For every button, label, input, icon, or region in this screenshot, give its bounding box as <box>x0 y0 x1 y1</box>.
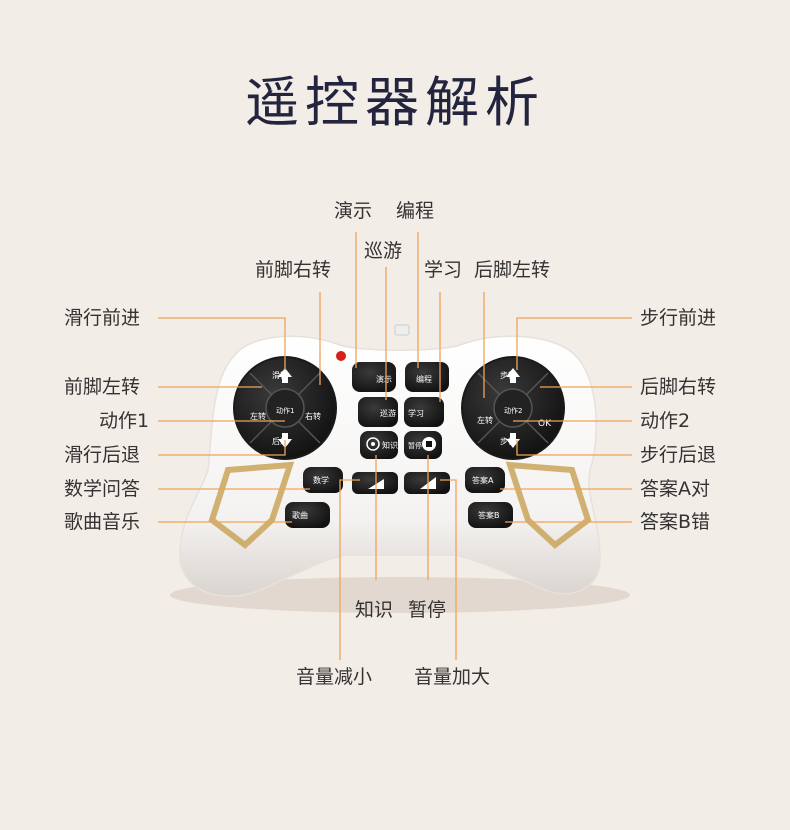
right-pad-down-label: 步行 <box>500 436 516 446</box>
math-button <box>303 467 343 493</box>
answer-a-button <box>465 467 505 493</box>
patrol-button <box>358 397 398 427</box>
knowledge-button-label: 知识 <box>382 440 398 450</box>
program-button-label: 编程 <box>416 374 432 384</box>
callout-front-foot-left: 前脚左转 <box>64 376 141 398</box>
callout-walk-forward: 步行前进 <box>640 307 717 329</box>
left-pad-left-label: 左转 <box>250 411 266 421</box>
callout-front-foot-right: 前脚右转 <box>255 259 332 281</box>
volume-down-button <box>352 472 398 494</box>
study-button <box>404 397 444 427</box>
program-button <box>405 362 449 392</box>
patrol-button-label: 巡游 <box>380 408 396 418</box>
demo-button <box>352 362 396 392</box>
callout-pause: 暂停 <box>408 599 447 621</box>
callout-patrol: 巡游 <box>364 240 403 262</box>
math-button-label: 数学 <box>313 475 329 485</box>
right-dpad <box>461 356 565 460</box>
callout-walk-back: 步行后退 <box>640 444 717 466</box>
page-title: 遥控器解析 <box>245 71 545 134</box>
right-pad-left-label: 左转 <box>477 415 493 425</box>
callout-action1: 动作1 <box>99 410 150 432</box>
callout-answer-a: 答案A对 <box>640 478 710 500</box>
song-button <box>285 502 330 528</box>
left-gold-trim <box>208 461 295 549</box>
power-led <box>336 351 346 361</box>
right-pad-center-label: 动作2 <box>504 406 522 415</box>
left-pad-right-label: 右转 <box>305 411 321 421</box>
right-pad-up-label: 步行 <box>500 370 516 380</box>
callout-program: 编程 <box>396 200 435 222</box>
callout-answer-b: 答案B错 <box>640 511 711 533</box>
callout-volume-up: 音量加大 <box>414 666 491 688</box>
volume-up-button <box>404 472 450 494</box>
callout-slide-forward: 滑行前进 <box>64 307 141 329</box>
answer-b-button <box>468 502 513 528</box>
study-button-label: 学习 <box>408 408 424 418</box>
answer-a-button-label: 答案A <box>472 475 494 485</box>
song-button-label: 歌曲 <box>292 510 308 520</box>
callout-study: 学习 <box>424 259 463 281</box>
demo-button-label: 演示 <box>376 374 392 384</box>
answer-b-button-label: 答案B <box>478 510 500 520</box>
left-pad-up-label: 滑行 <box>272 370 288 380</box>
callout-rear-foot-right: 后脚右转 <box>640 376 717 398</box>
callout-demo: 演示 <box>334 200 373 222</box>
left-pad-down-label: 后退 <box>272 436 288 446</box>
callout-volume-down: 音量减小 <box>296 666 373 688</box>
callout-songs-music: 歌曲音乐 <box>64 511 141 533</box>
callout-knowledge: 知识 <box>355 599 394 621</box>
right-pad-right-label: OK <box>538 419 552 429</box>
callout-slide-back: 滑行后退 <box>64 444 141 466</box>
callout-action2: 动作2 <box>640 410 691 432</box>
callout-rear-foot-left: 后脚左转 <box>474 259 551 281</box>
center-buttons <box>285 362 513 528</box>
right-gold-trim <box>505 461 592 549</box>
callout-math-qa: 数学问答 <box>64 478 141 500</box>
left-pad-center-label: 动作1 <box>276 406 294 415</box>
pause-button-label: 暂停 <box>408 441 422 450</box>
